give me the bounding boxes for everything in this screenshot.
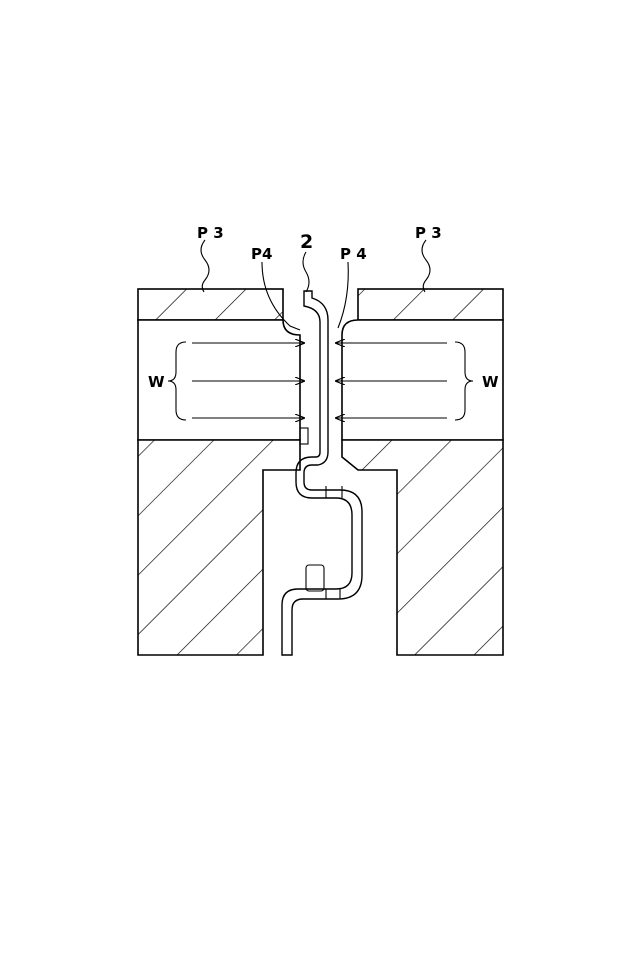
label-p4-right: P 4: [340, 245, 367, 263]
label-w-right: W: [482, 373, 499, 391]
leader-p3-left: [201, 240, 209, 292]
lower-right-hatched-body: [342, 440, 503, 655]
label-p4-left: P4: [251, 245, 272, 263]
leader-p4-right: [338, 262, 348, 328]
lower-left-hatched-body: [138, 440, 300, 655]
leader-p3-right: [422, 240, 430, 292]
upper-left-hatched-block: [138, 289, 283, 320]
label-part-2: 2: [300, 231, 313, 253]
label-w-left: W: [148, 373, 165, 391]
label-p3-left: P 3: [197, 224, 224, 242]
leader-part-2: [303, 252, 309, 292]
label-p3-right: P 3: [415, 224, 442, 242]
right-open-zone: [342, 320, 503, 440]
upper-right-hatched-block: [358, 289, 503, 320]
